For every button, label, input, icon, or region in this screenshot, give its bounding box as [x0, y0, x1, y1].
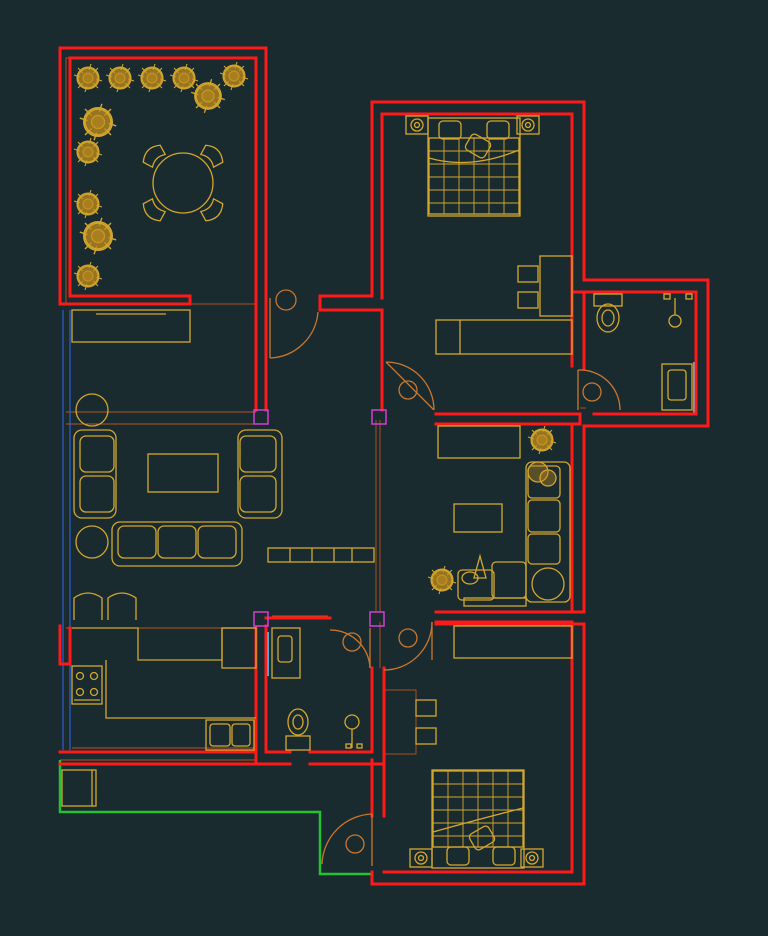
door-swing-icon	[321, 813, 373, 866]
sofa-icon	[73, 393, 375, 620]
walls	[58, 46, 710, 886]
desk-2	[415, 699, 437, 745]
storage-cabinet	[61, 769, 97, 807]
door-swing-icon	[269, 289, 319, 359]
doors	[269, 289, 621, 866]
door-swing-icon	[385, 361, 435, 411]
door-swing-icon	[383, 621, 433, 671]
furniture	[61, 61, 693, 869]
bed-icon	[405, 115, 540, 217]
desk	[435, 255, 573, 355]
wardrobe	[453, 625, 573, 659]
columns	[253, 409, 387, 627]
study	[427, 425, 571, 607]
terrace-outline	[58, 760, 372, 876]
windows	[62, 310, 695, 750]
bed-icon	[409, 769, 544, 869]
door-swing-icon	[577, 369, 621, 411]
table-icon	[139, 141, 227, 225]
toilet-icon	[593, 293, 693, 411]
balcony-cabinet	[71, 309, 191, 343]
kitchen	[71, 627, 257, 751]
door-swing-icon	[329, 628, 371, 669]
bathroom-2	[271, 627, 363, 751]
stove-icon	[71, 665, 103, 705]
sink-icon	[205, 719, 255, 751]
